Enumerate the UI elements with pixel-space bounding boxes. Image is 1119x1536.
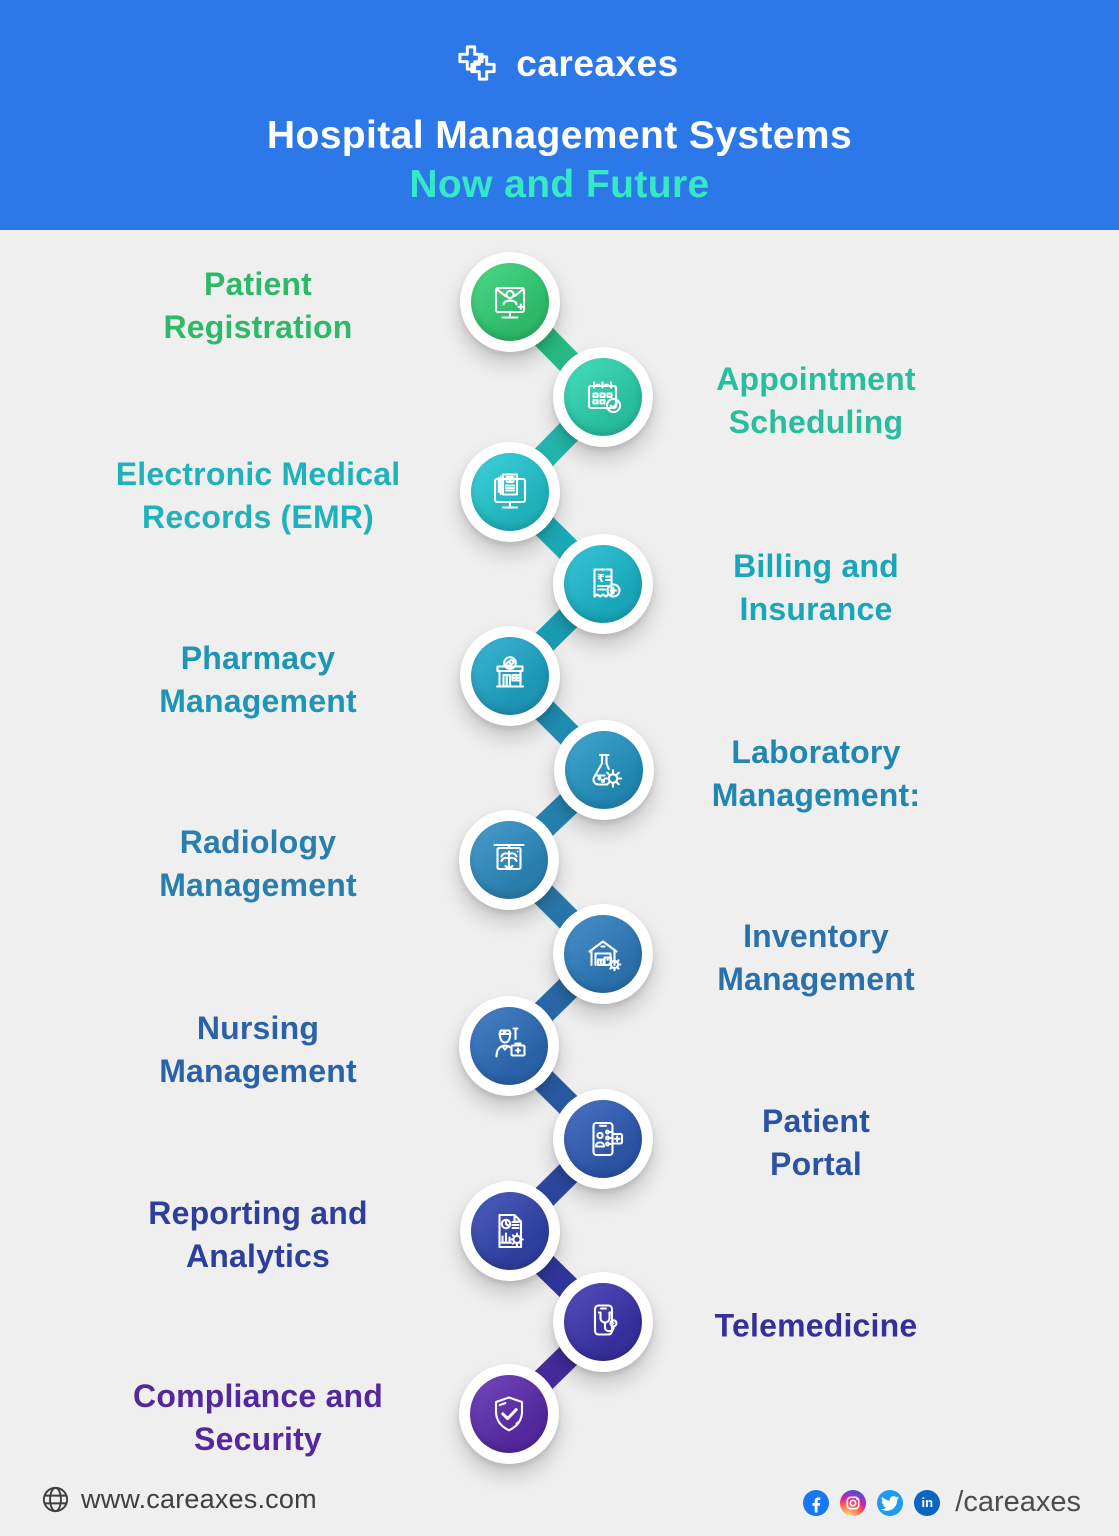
pharmacy-store-icon [495,656,525,688]
timeline-node-circle [471,263,549,341]
footer-social: in /careaxes [803,1486,1081,1519]
timeline-node-circle [470,821,548,899]
timeline-node-circle [564,1283,642,1361]
instagram-icon[interactable] [840,1489,867,1516]
linkedin-icon[interactable]: in [914,1489,941,1516]
laboratory-flask-icon [592,753,623,788]
timeline-node-circle [565,731,643,809]
patient-registration-icon [494,286,526,319]
brand-name: careaxes [516,43,679,84]
timeline-node-3 [460,442,560,542]
timeline-node-5 [460,626,560,726]
header-banner: careaxes Hospital Management Systems Now… [0,0,1119,230]
svg-text:₹: ₹ [597,572,605,585]
timeline-node-circle [564,1100,642,1178]
timeline-node-4: ₹ [553,534,653,634]
timeline-node-circle [471,1192,549,1270]
compliance-shield-icon [494,1396,524,1432]
social-handle: /careaxes [955,1486,1081,1518]
nursing-nurse-icon [495,1027,526,1058]
timeline-label: Telemedicine [714,1307,918,1344]
timeline-node-1 [460,252,560,352]
reporting-analytics-icon [498,1213,524,1249]
timeline-node-11 [460,1181,560,1281]
careaxes-logo-icon [458,45,496,81]
billing-receipt-icon: ₹ [593,568,621,598]
patient-portal-icon [592,1121,624,1157]
timeline-node-2 [553,347,653,447]
radiology-xray-icon [493,843,525,871]
page-title: Hospital Management Systems [266,114,853,157]
brand-logo: careaxes [0,34,1119,94]
twitter-icon[interactable] [877,1489,904,1516]
timeline-node-circle [470,1375,548,1453]
telemedicine-phone-icon [593,1304,618,1336]
timeline-node-circle: ₹ [564,545,642,623]
inventory-warehouse-icon [588,940,622,972]
timeline-node-6 [554,720,654,820]
timeline-node-9 [459,996,559,1096]
timeline-node-circle [564,915,642,993]
timeline-node-8 [553,904,653,1004]
timeline-node-12 [553,1272,653,1372]
timeline-node-circle [471,637,549,715]
footer-website[interactable]: www.careaxes.com [40,1484,317,1515]
emr-monitor-icon [493,473,527,509]
facebook-icon[interactable] [803,1489,830,1516]
timeline-node-10 [553,1089,653,1189]
page-subtitle: Now and Future [409,163,710,206]
globe-icon [42,1486,69,1513]
timeline-node-circle [471,453,549,531]
website-label: www.careaxes.com [81,1484,317,1514]
timeline-node-circle [564,358,642,436]
timeline-node-7 [459,810,559,910]
appointment-calendar-icon [587,381,622,414]
timeline-node-13 [459,1364,559,1464]
timeline-node-circle [470,1007,548,1085]
